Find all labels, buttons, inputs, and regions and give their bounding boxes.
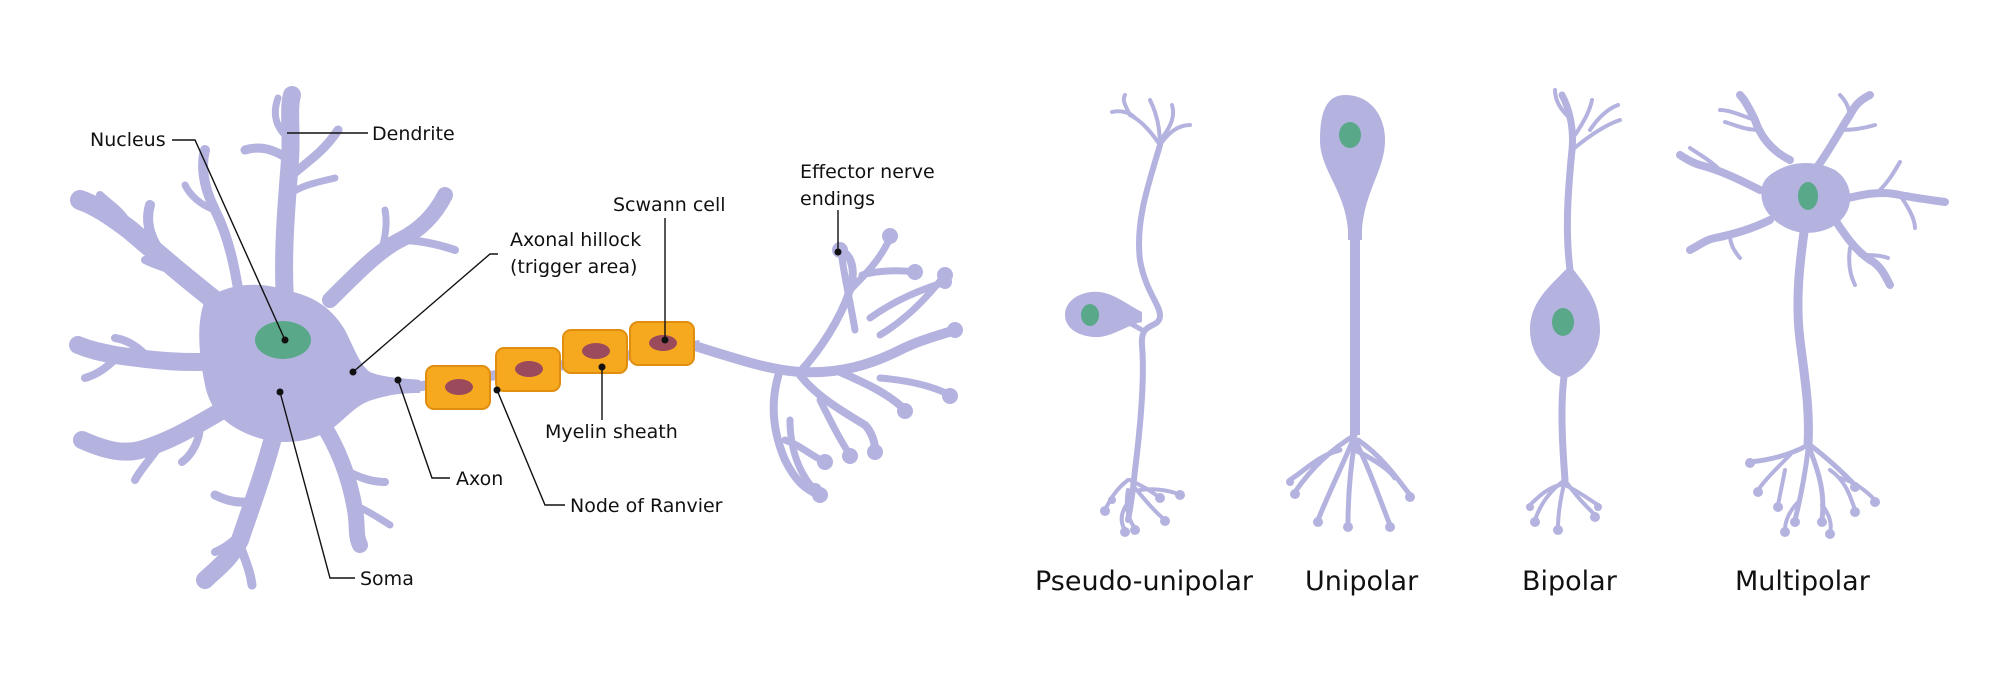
main-neuron bbox=[69, 86, 963, 590]
label-effector-nerve: Effector nerve bbox=[800, 161, 935, 183]
caption-multipolar: Multipolar bbox=[1735, 566, 1871, 597]
bipolar-neuron bbox=[1526, 88, 1622, 535]
label-dendrite: Dendrite bbox=[372, 123, 455, 145]
schwann-cells bbox=[425, 321, 695, 410]
label-myelin-sheath: Myelin sheath bbox=[545, 421, 678, 443]
schwann-cell bbox=[495, 347, 561, 392]
label-soma: Soma bbox=[360, 568, 414, 590]
label-axonal-hillock: Axonal hillock bbox=[510, 229, 641, 251]
label-scwann-cell: Scwann cell bbox=[613, 194, 726, 216]
pseudo-unipolar-soma bbox=[1065, 291, 1185, 537]
label-endings: endings bbox=[800, 188, 875, 210]
soma-body bbox=[199, 284, 420, 442]
caption-bipolar: Bipolar bbox=[1522, 566, 1618, 597]
schwann-cell bbox=[425, 365, 491, 410]
multipolar-neuron bbox=[1676, 91, 1949, 539]
label-axon: Axon bbox=[456, 468, 503, 490]
schwann-cell bbox=[629, 321, 695, 366]
annotations: Nucleus Dendrite Axonal hillock (trigger… bbox=[90, 123, 935, 590]
label-nucleus: Nucleus bbox=[90, 129, 166, 151]
label-trigger-area: (trigger area) bbox=[510, 256, 637, 278]
unipolar-neuron bbox=[1286, 95, 1415, 532]
label-node-of-ranvier: Node of Ranvier bbox=[570, 495, 723, 517]
schwann-cell bbox=[562, 329, 628, 374]
caption-unipolar: Unipolar bbox=[1305, 566, 1419, 597]
caption-pseudo-unipolar: Pseudo-unipolar bbox=[1035, 566, 1254, 597]
